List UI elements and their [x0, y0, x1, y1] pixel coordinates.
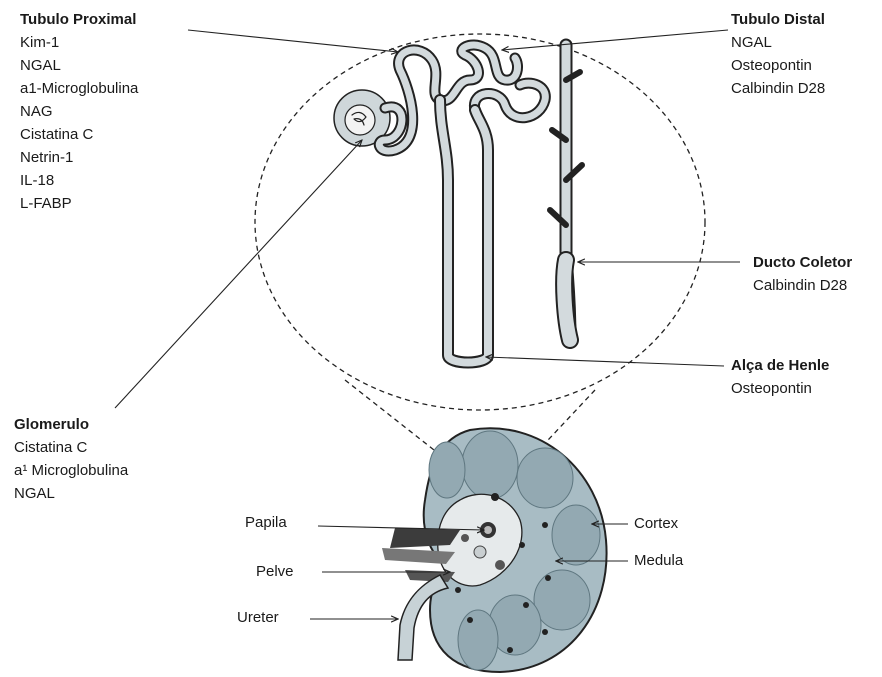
pelve-label: Pelve	[256, 563, 294, 580]
ducto-coletor-title: Ducto Coletor	[753, 251, 852, 274]
marker: NGAL	[14, 482, 128, 505]
marker: a¹ Microglobulina	[14, 459, 128, 482]
tubulo-proximal-title: Tubulo Proximal	[20, 8, 138, 31]
tubulo-distal-label: Tubulo Distal NGAL Osteopontin Calbindin…	[731, 8, 825, 100]
marker: Cistatina C	[20, 123, 138, 146]
marker: L-FABP	[20, 192, 138, 215]
marker: NGAL	[731, 31, 825, 54]
ducto-coletor-label: Ducto Coletor Calbindin D28	[753, 251, 852, 297]
marker: Kim-1	[20, 31, 138, 54]
glomerulo-title: Glomerulo	[14, 413, 128, 436]
marker: a1-Microglobulina	[20, 77, 138, 100]
cortex-label: Cortex	[634, 515, 678, 532]
ureter-label: Ureter	[237, 609, 279, 626]
marker: Netrin-1	[20, 146, 138, 169]
alca-de-henle-label: Alça de Henle Osteopontin	[731, 354, 829, 400]
marker: Osteopontin	[731, 54, 825, 77]
medula-label: Medula	[634, 552, 683, 569]
tubulo-distal-title: Tubulo Distal	[731, 8, 825, 31]
marker: NGAL	[20, 54, 138, 77]
alca-de-henle-title: Alça de Henle	[731, 354, 829, 377]
glomerulo-label: Glomerulo Cistatina C a¹ Microglobulina …	[14, 413, 128, 505]
marker: Calbindin D28	[731, 77, 825, 100]
leader-glomerulo	[115, 140, 362, 408]
leader-alca-henle	[486, 357, 724, 366]
marker: Calbindin D28	[753, 274, 852, 297]
marker: NAG	[20, 100, 138, 123]
kidney-cross-section	[382, 428, 607, 672]
marker: Cistatina C	[14, 436, 128, 459]
papila-label: Papila	[245, 514, 287, 531]
nephron	[334, 45, 582, 363]
marker: IL-18	[20, 169, 138, 192]
leader-tubulo-distal	[502, 30, 728, 50]
leader-tubulo-proximal	[188, 30, 398, 52]
tubulo-proximal-label: Tubulo Proximal Kim-1 NGAL a1-Microglobu…	[20, 8, 138, 215]
marker: Osteopontin	[731, 377, 829, 400]
